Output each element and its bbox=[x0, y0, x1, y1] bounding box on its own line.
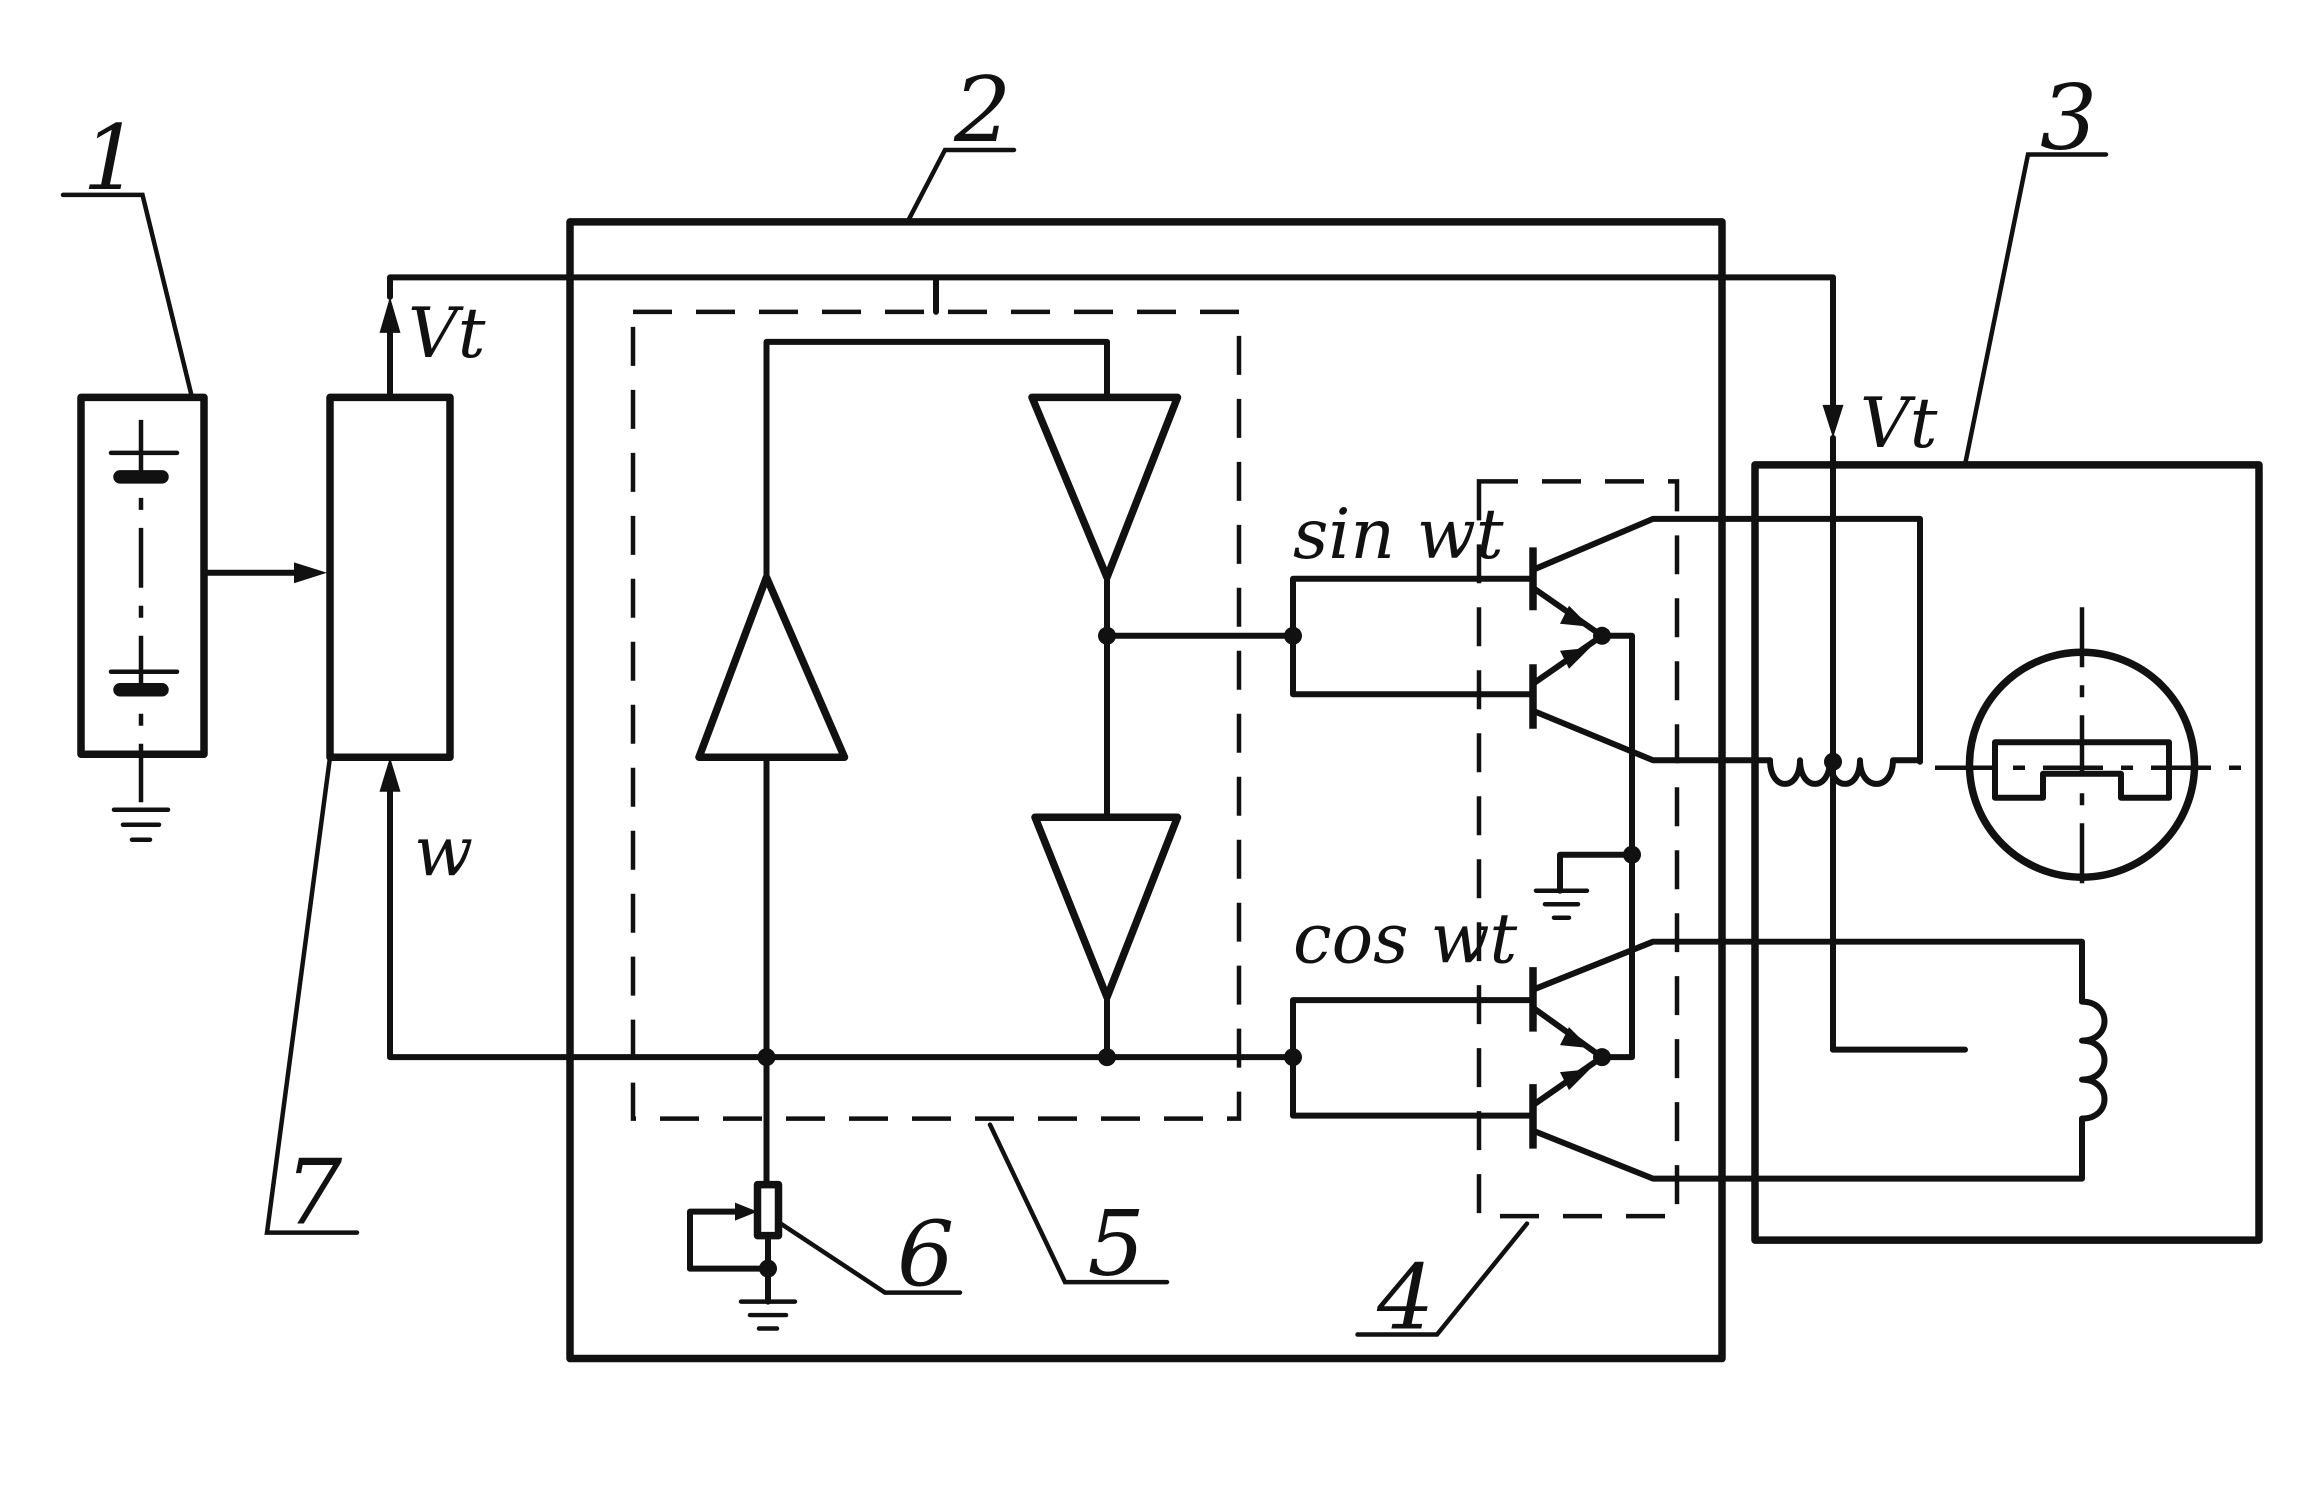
vt-output-arrow bbox=[380, 297, 401, 397]
ref-label-7: 7 bbox=[285, 1141, 343, 1246]
signal-vt-left: Vt bbox=[408, 294, 486, 374]
signal-cos: cos wt bbox=[1293, 900, 1518, 980]
leader-3 bbox=[1965, 154, 2106, 464]
leader-1 bbox=[63, 195, 192, 397]
sin-coil bbox=[1770, 753, 1920, 784]
battery-ground-icon bbox=[114, 810, 168, 840]
driver-block bbox=[1284, 481, 2082, 1216]
w-input-arrow bbox=[380, 757, 401, 1049]
converter-block bbox=[330, 297, 450, 1050]
battery-output-arrow bbox=[204, 562, 327, 583]
ref-label-6: 6 bbox=[897, 1202, 954, 1307]
oscillator-block bbox=[633, 312, 1293, 1185]
ref-label-5: 5 bbox=[1088, 1192, 1145, 1297]
cos-coil bbox=[2082, 1002, 2105, 1119]
ref-label-1: 1 bbox=[83, 106, 140, 211]
ref-label-3: 3 bbox=[2040, 65, 2097, 170]
signal-w: w bbox=[414, 813, 473, 893]
driver-ground-icon bbox=[1536, 846, 1641, 918]
signal-vt-right: Vt bbox=[1860, 384, 1938, 464]
ref-label-2: 2 bbox=[953, 58, 1011, 163]
signal-sin: sin wt bbox=[1293, 495, 1504, 575]
ref-label-4: 4 bbox=[1376, 1246, 1434, 1351]
rotor-icon bbox=[1970, 607, 2195, 896]
pot-ground-icon bbox=[741, 1302, 795, 1329]
potentiometer bbox=[690, 1185, 795, 1329]
supply-rail bbox=[390, 277, 1844, 1049]
sin-amplifier bbox=[1032, 397, 1178, 577]
controller-block bbox=[570, 222, 1722, 1359]
feedback-amplifier bbox=[699, 577, 845, 757]
cos-amplifier bbox=[1035, 817, 1178, 997]
frequency-line bbox=[390, 1048, 1293, 1066]
battery-block bbox=[81, 397, 327, 839]
